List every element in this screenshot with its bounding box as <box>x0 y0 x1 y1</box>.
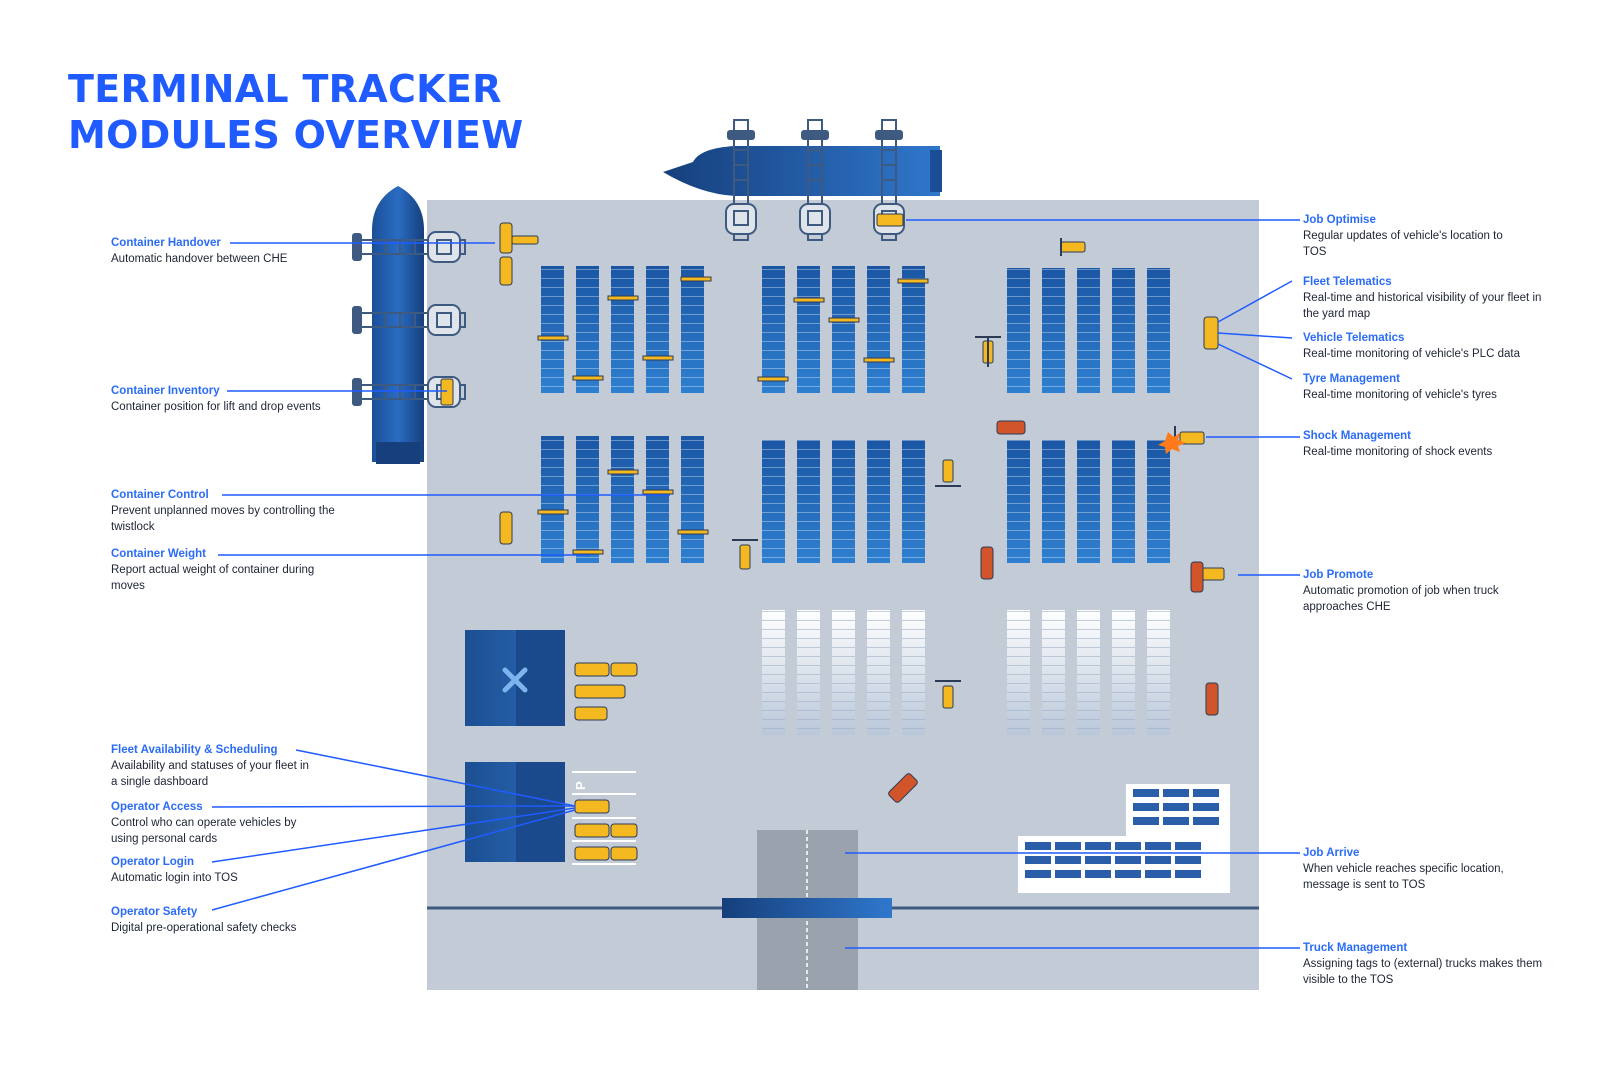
module-truck-management: Truck Management Assigning tags to (exte… <box>1303 940 1548 988</box>
module-desc: Automatic promotion of job when truck ap… <box>1303 585 1499 613</box>
parking-area <box>572 771 636 865</box>
module-title: Job Promote <box>1303 569 1374 581</box>
module-container-control: Container Control Prevent unplanned move… <box>111 487 341 535</box>
module-desc: Automatic handover between CHE <box>111 253 288 265</box>
module-container-weight: Container Weight Report actual weight of… <box>111 546 341 594</box>
sts-crane-2 <box>799 119 831 241</box>
truck-5 <box>888 773 918 803</box>
module-title: Vehicle Telematics <box>1303 332 1405 344</box>
container-block-e <box>762 440 925 563</box>
module-title: Operator Safety <box>111 906 198 918</box>
module-title: Shock Management <box>1303 430 1411 442</box>
wrench-screwdriver-icon <box>502 667 528 693</box>
ship-left <box>372 186 424 464</box>
module-title: Fleet Availability & Scheduling <box>111 744 278 756</box>
straddle-carrier-4 <box>739 544 751 570</box>
module-title: Fleet Telematics <box>1303 276 1392 288</box>
terminal-tractor-2 <box>499 511 513 545</box>
module-fleet-telematics: Fleet Telematics Real-time and historica… <box>1303 274 1543 322</box>
module-desc: Container position for lift and drop eve… <box>111 401 321 413</box>
container-block-a <box>541 266 704 393</box>
straddle-carrier-5 <box>942 685 954 709</box>
module-title: Operator Login <box>111 856 195 868</box>
ship-top <box>663 146 942 196</box>
truck-1 <box>996 420 1026 435</box>
module-desc: Availability and statuses of your fleet … <box>111 760 309 788</box>
terminal-tractor-1 <box>499 256 513 286</box>
workshop-vehicle-2 <box>574 684 626 699</box>
sts-crane-1 <box>725 119 757 241</box>
module-desc: Prevent unplanned moves by controlling t… <box>111 505 335 533</box>
module-job-arrive: Job Arrive When vehicle reaches specific… <box>1303 845 1543 893</box>
sts-crane-5 <box>352 304 466 336</box>
module-desc: Real-time and historical visibility of y… <box>1303 292 1542 320</box>
sts-crane-3 <box>873 119 905 241</box>
parked-vehicle-2 <box>574 823 610 838</box>
truck-4 <box>1205 682 1219 716</box>
module-operator-login: Operator Login Automatic login into TOS <box>111 854 321 886</box>
module-desc: Control who can operate vehicles by usin… <box>111 817 297 845</box>
module-tyre-management: Tyre Management Real-time monitoring of … <box>1303 371 1563 403</box>
telematics-vehicle <box>1203 316 1219 350</box>
sts-crane-6 <box>352 376 466 408</box>
module-title: Container Handover <box>111 237 221 249</box>
module-desc: Regular updates of vehicle's location to… <box>1303 230 1503 258</box>
module-vehicle-telematics: Vehicle Telematics Real-time monitoring … <box>1303 330 1573 362</box>
truck-3 <box>1190 561 1204 593</box>
shock-vehicle <box>1179 431 1205 445</box>
workshop-vehicle-3 <box>574 706 608 721</box>
module-operator-safety: Operator Safety Digital pre-operational … <box>111 904 341 936</box>
module-desc: Report actual weight of container during… <box>111 564 315 592</box>
module-title: Job Arrive <box>1303 847 1360 859</box>
empty-container-block-b <box>1007 610 1170 735</box>
module-desc: Real-time monitoring of vehicle's tyres <box>1303 389 1497 401</box>
workshop-building <box>465 630 565 726</box>
container-block-c <box>1007 268 1170 393</box>
module-desc: Real-time monitoring of shock events <box>1303 446 1493 458</box>
parked-vehicle-3 <box>574 846 610 861</box>
page-title-line-2: MODULES OVERVIEW <box>68 113 524 157</box>
module-title: Tyre Management <box>1303 373 1400 385</box>
connector-lines <box>211 219 1300 949</box>
straddle-carrier-1 <box>1060 241 1086 253</box>
empty-container-block-a <box>762 610 925 735</box>
reach-stacker-1 <box>499 222 513 254</box>
module-desc: Real-time monitoring of vehicle's PLC da… <box>1303 348 1520 360</box>
module-title: Container Control <box>111 489 209 501</box>
vehicles <box>499 222 1225 861</box>
module-desc: Assigning tags to (external) trucks make… <box>1303 958 1543 986</box>
truck-2 <box>980 546 994 580</box>
module-desc: Automatic login into TOS <box>111 872 238 884</box>
sts-crane-4 <box>352 231 466 263</box>
module-desc: When vehicle reaches specific location, … <box>1303 863 1504 891</box>
shock-burst-icon <box>1158 432 1186 454</box>
gate-bar <box>722 898 892 918</box>
container-stack-area <box>1018 784 1230 893</box>
stack-markers <box>537 276 929 555</box>
workshop-vehicle-1 <box>574 662 610 677</box>
module-title: Job Optimise <box>1303 214 1376 226</box>
module-fleet-availability: Fleet Availability & Scheduling Availabi… <box>111 742 311 790</box>
parked-vehicle-1 <box>574 799 610 814</box>
module-title: Truck Management <box>1303 942 1408 954</box>
module-shock-management: Shock Management Real-time monitoring of… <box>1303 428 1563 460</box>
parking-sign: P <box>573 781 588 790</box>
office-building <box>465 762 565 862</box>
straddle-carrier-3 <box>942 459 954 483</box>
reach-stacker-1-arm <box>511 235 539 245</box>
page-title-line-1: TERMINAL TRACKER <box>68 67 502 111</box>
gate-road <box>427 830 1259 990</box>
module-desc: Digital pre-operational safety checks <box>111 922 297 934</box>
module-title: Container Weight <box>111 548 206 560</box>
module-operator-access: Operator Access Control who can operate … <box>111 799 321 847</box>
page-title: TERMINAL TRACKER MODULES OVERVIEW <box>68 66 523 158</box>
module-title: Operator Access <box>111 801 203 813</box>
module-job-promote: Job Promote Automatic promotion of job w… <box>1303 567 1533 615</box>
module-title: Container Inventory <box>111 385 220 397</box>
module-container-inventory: Container Inventory Container position f… <box>111 383 351 415</box>
module-container-handover: Container Handover Automatic handover be… <box>111 235 351 267</box>
container-block-f <box>1007 440 1170 563</box>
module-job-optimise: Job Optimise Regular updates of vehicle'… <box>1303 212 1528 260</box>
